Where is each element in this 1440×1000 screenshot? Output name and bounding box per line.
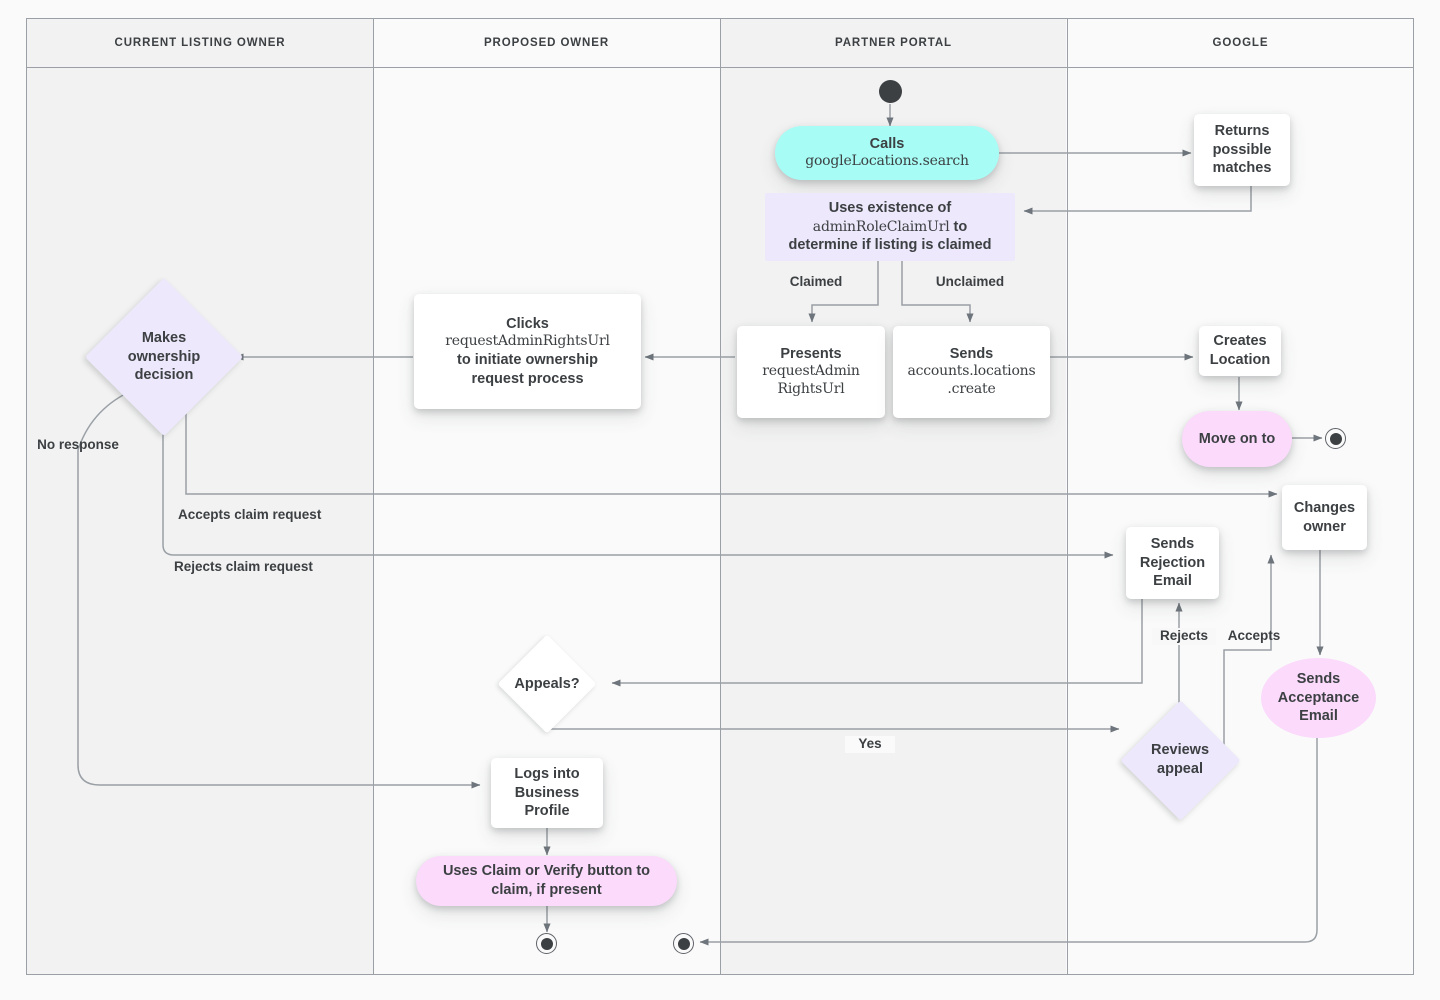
node-uses-claim-or-verify-button[interactable]: Uses Claim or Verify button to claim, if… — [416, 856, 677, 906]
edge-label-accepts: Accepts — [1227, 628, 1281, 643]
edge-label-no-response-text: No response — [37, 437, 119, 452]
lane-divider-1 — [372, 18, 374, 975]
node-makes-ownership-decision[interactable]: Makes ownership decision — [84, 277, 244, 437]
node-text-uses-claim-or-verify: Uses Claim or Verify button to claim, if… — [442, 863, 651, 898]
node-line-determine-if-claimed: determine if listing is claimed — [788, 237, 992, 254]
node-line-to-initiate-ownership: to initiate ownership — [457, 352, 598, 369]
node-line-create: .create — [947, 381, 996, 398]
node-appeals-decision[interactable]: Appeals? — [497, 634, 597, 734]
node-text-move-on-to: Move on to — [1198, 430, 1276, 447]
lane-background-current-listing-owner — [27, 68, 373, 975]
node-sends-acceptance-email[interactable]: Sends Acceptance Email — [1261, 658, 1376, 738]
lane-header-bg-3 — [721, 19, 1066, 67]
node-text-logs-into-business-profile: Logs into Business Profile — [514, 766, 580, 820]
lane-header-bg-1 — [27, 19, 373, 67]
end-node-google — [1325, 428, 1346, 449]
node-move-on-to[interactable]: Move on to — [1182, 411, 1292, 467]
frame-left — [26, 18, 28, 975]
lane-title-google: GOOGLE — [1212, 37, 1269, 49]
node-clicks-request-admin-rights-url[interactable]: Clicks requestAdminRightsUrl to initiate… — [414, 294, 641, 409]
node-text-changes-owner: Changes owner — [1293, 499, 1356, 535]
end-node-partner-portal — [673, 933, 694, 954]
node-line-request-admin: requestAdmin — [762, 363, 860, 380]
node-line-clicks: Clicks — [506, 315, 549, 332]
node-changes-owner[interactable]: Changes owner — [1282, 485, 1367, 550]
edge-label-rejects-claim-request: Rejects claim request — [174, 559, 313, 574]
node-creates-location[interactable]: Creates Location — [1199, 326, 1281, 376]
node-line-sends: Sends — [949, 345, 994, 362]
lane-header-bg-2 — [374, 19, 719, 67]
node-reviews-appeal[interactable]: Reviews appeal — [1120, 700, 1241, 821]
node-line-uses-existence-of: Uses existence of — [828, 200, 952, 216]
lane-header-bg-4 — [1068, 19, 1413, 67]
edge-label-yes: Yes — [845, 736, 895, 753]
node-sends-accounts-locations-create[interactable]: Sends accounts.locations .create — [893, 326, 1050, 418]
node-logs-into-business-profile[interactable]: Logs into Business Profile — [491, 758, 603, 828]
edge-label-no-response: No response — [30, 437, 126, 454]
node-text-sends-acceptance-email: Sends Acceptance Email — [1277, 671, 1360, 725]
node-text-makes-ownership-decision: Makes ownership decision — [127, 330, 201, 384]
node-text-returns-possible-matches: Returns possible matches — [1212, 123, 1272, 177]
node-text-sends-rejection-email: Sends Rejection Email — [1139, 536, 1206, 590]
edge-label-rejects: Rejects — [1152, 628, 1216, 645]
node-line-rights-url: RightsUrl — [777, 381, 845, 398]
node-text-reviews-appeal: Reviews appeal — [1150, 742, 1210, 777]
node-line-presents: Presents — [780, 345, 842, 362]
node-calls-google-locations-search[interactable]: Calls googleLocations.search — [775, 126, 999, 180]
edge-label-accepts-claim-request: Accepts claim request — [178, 507, 322, 522]
lane-title-partner-portal: PARTNER PORTAL — [835, 37, 952, 49]
node-line-admin-role-claim-url: adminRoleClaimUrl to — [812, 218, 968, 235]
lane-divider-2 — [719, 18, 721, 975]
node-uses-existence-of-admin-role-claim-url[interactable]: Uses existence of adminRoleClaimUrl to d… — [765, 193, 1015, 261]
node-line-calls: Calls — [869, 135, 905, 152]
node-text-creates-location: Creates Location — [1209, 333, 1271, 368]
edge-label-claimed: Claimed — [789, 274, 843, 289]
node-line-google-locations-search: googleLocations.search — [805, 153, 969, 170]
lane-divider-3 — [1066, 18, 1068, 975]
node-line-accounts-locations: accounts.locations — [907, 363, 1036, 380]
lane-title-current-listing-owner: CURRENT LISTING OWNER — [114, 37, 286, 49]
frame-right — [1412, 18, 1414, 975]
end-node-proposed-owner — [536, 933, 557, 954]
node-text-appeals: Appeals? — [514, 675, 580, 692]
node-returns-possible-matches[interactable]: Returns possible matches — [1194, 114, 1290, 186]
node-sends-rejection-email[interactable]: Sends Rejection Email — [1126, 527, 1219, 599]
node-line-request-admin-rights-url: requestAdminRightsUrl — [445, 333, 610, 350]
edge-label-unclaimed: Unclaimed — [935, 274, 1005, 289]
lane-title-proposed-owner: PROPOSED OWNER — [483, 37, 610, 49]
node-line-request-process: request process — [471, 370, 584, 387]
node-presents-request-admin-rights-url[interactable]: Presents requestAdmin RightsUrl — [737, 326, 885, 418]
start-node-partner-portal — [879, 80, 902, 103]
